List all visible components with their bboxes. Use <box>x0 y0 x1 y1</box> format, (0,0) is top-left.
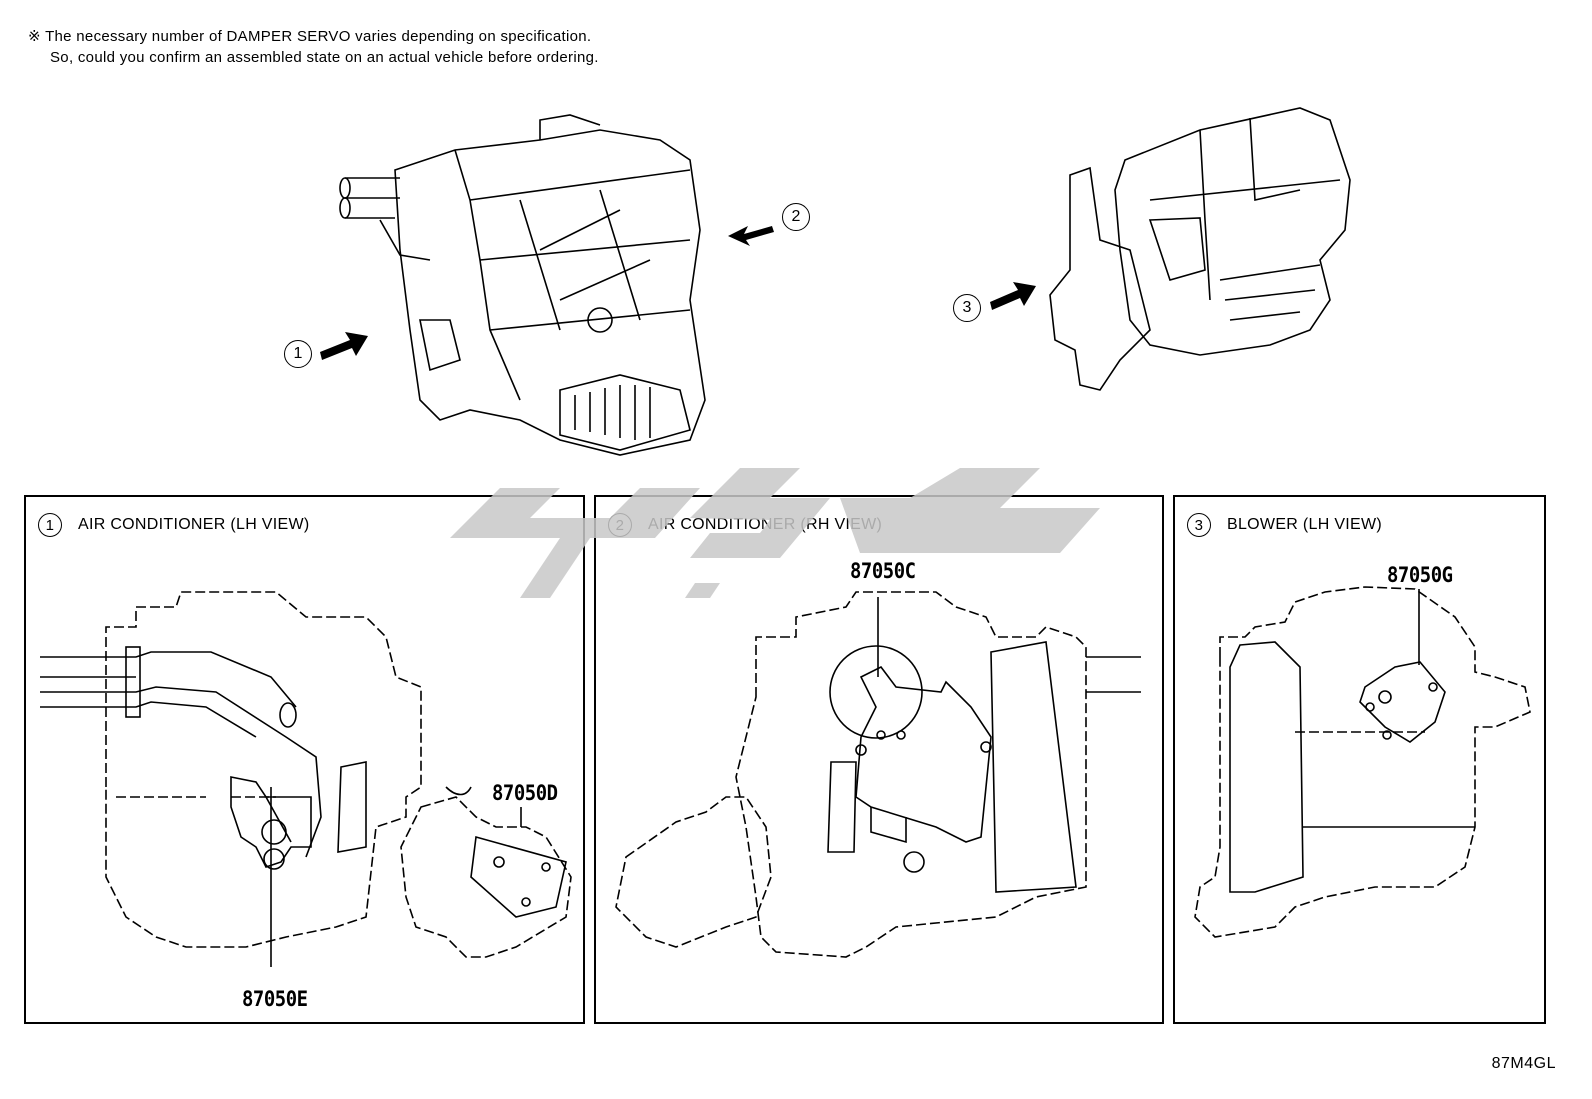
arrow-right-icon <box>320 332 368 360</box>
panel-number: 3 <box>1187 513 1211 537</box>
hvac-unit-drawing <box>339 114 706 456</box>
part-number-87050D: 87050D <box>492 781 558 805</box>
diagram-code: 87M4GL <box>1491 1055 1556 1072</box>
part-number-87050C: 87050C <box>850 559 916 583</box>
specification-note: ※ The necessary number of DAMPER SERVO v… <box>28 26 599 68</box>
ac-rh-view-drawing <box>615 591 1141 958</box>
panel-air-conditioner-rh: 2 AIR CONDITIONER (RH VIEW) 87050C <box>594 495 1164 1024</box>
part-number-87050G: 87050G <box>1387 563 1453 587</box>
part-number-87050E: 87050E <box>242 987 308 1011</box>
callout-2: 2 <box>782 203 810 231</box>
panel-header: 3 BLOWER (LH VIEW) <box>1187 513 1382 537</box>
overview-illustrations <box>320 107 1351 456</box>
panel-title: AIR CONDITIONER (LH VIEW) <box>78 516 310 533</box>
arrow-left-icon <box>728 226 774 246</box>
logo-watermark <box>450 468 1100 598</box>
note-line-2: So, could you confirm an assembled state… <box>50 49 599 66</box>
callout-1: 1 <box>284 340 312 368</box>
blower-lh-view-drawing <box>1194 586 1531 938</box>
panel-blower-lh: 3 BLOWER (LH VIEW) 87050G <box>1173 495 1546 1024</box>
note-line-1: ※ The necessary number of DAMPER SERVO v… <box>28 28 592 45</box>
ac-lh-view-drawing <box>40 591 572 967</box>
callout-3: 3 <box>953 294 981 322</box>
panel-air-conditioner-lh: 1 AIR CONDITIONER (LH VIEW) 8705 <box>24 495 585 1024</box>
panel-title: AIR CONDITIONER (RH VIEW) <box>648 516 883 533</box>
panel-title: BLOWER (LH VIEW) <box>1227 516 1383 533</box>
blower-unit-drawing <box>1049 107 1351 391</box>
panel-number: 1 <box>38 513 62 537</box>
panel-header: 1 AIR CONDITIONER (LH VIEW) <box>38 513 310 537</box>
arrow-right-icon <box>990 282 1036 310</box>
